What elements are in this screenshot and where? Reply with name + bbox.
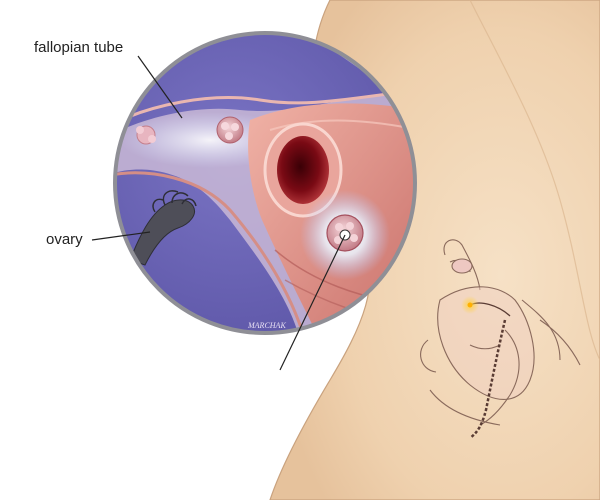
canal-line: [469, 319, 507, 439]
ovary-shape: [129, 190, 197, 266]
fallopian-tube-leader: [137, 55, 183, 119]
implantation-dot: [467, 302, 473, 308]
tube-opening: [277, 136, 329, 204]
ovary-label: ovary: [46, 231, 83, 248]
pointer-leader: [279, 234, 346, 371]
artist-signature: MARCHAK: [247, 321, 286, 330]
hip-contour: [469, 0, 600, 361]
ovary-leader: [91, 231, 151, 241]
uterus-sketch: [420, 239, 581, 426]
fallopian-tube-label: fallopian tube: [34, 39, 124, 56]
lens-border: [113, 31, 417, 335]
